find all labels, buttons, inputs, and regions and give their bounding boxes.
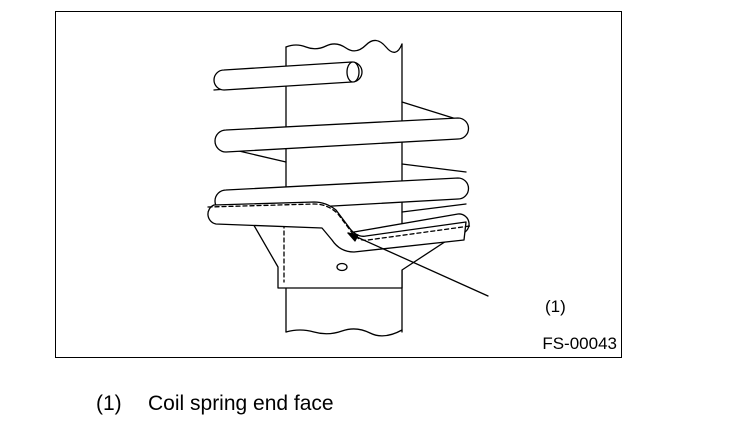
legend-text: Coil spring end face	[148, 392, 334, 415]
legend-ref: (1)	[96, 392, 122, 415]
coil-end-face	[207, 201, 467, 253]
coil-back-strand	[213, 83, 467, 123]
callout-leader	[347, 232, 489, 297]
figure-frame: (1) FS-00043	[55, 11, 622, 358]
coil-spring-illustration	[207, 39, 489, 337]
shaft-top-break	[285, 39, 403, 53]
figure-code: FS-00043	[542, 334, 617, 353]
callout-label: (1)	[545, 297, 566, 316]
bracket-hole	[336, 262, 348, 272]
coil-back-strand	[225, 147, 467, 173]
callout-arrowhead	[347, 232, 359, 242]
coil-middle	[214, 117, 470, 153]
shaft-bottom-break	[285, 328, 403, 337]
coil-cut-end	[346, 61, 360, 83]
coil-top	[213, 61, 363, 91]
legend: (1) Coil spring end face	[96, 392, 334, 416]
